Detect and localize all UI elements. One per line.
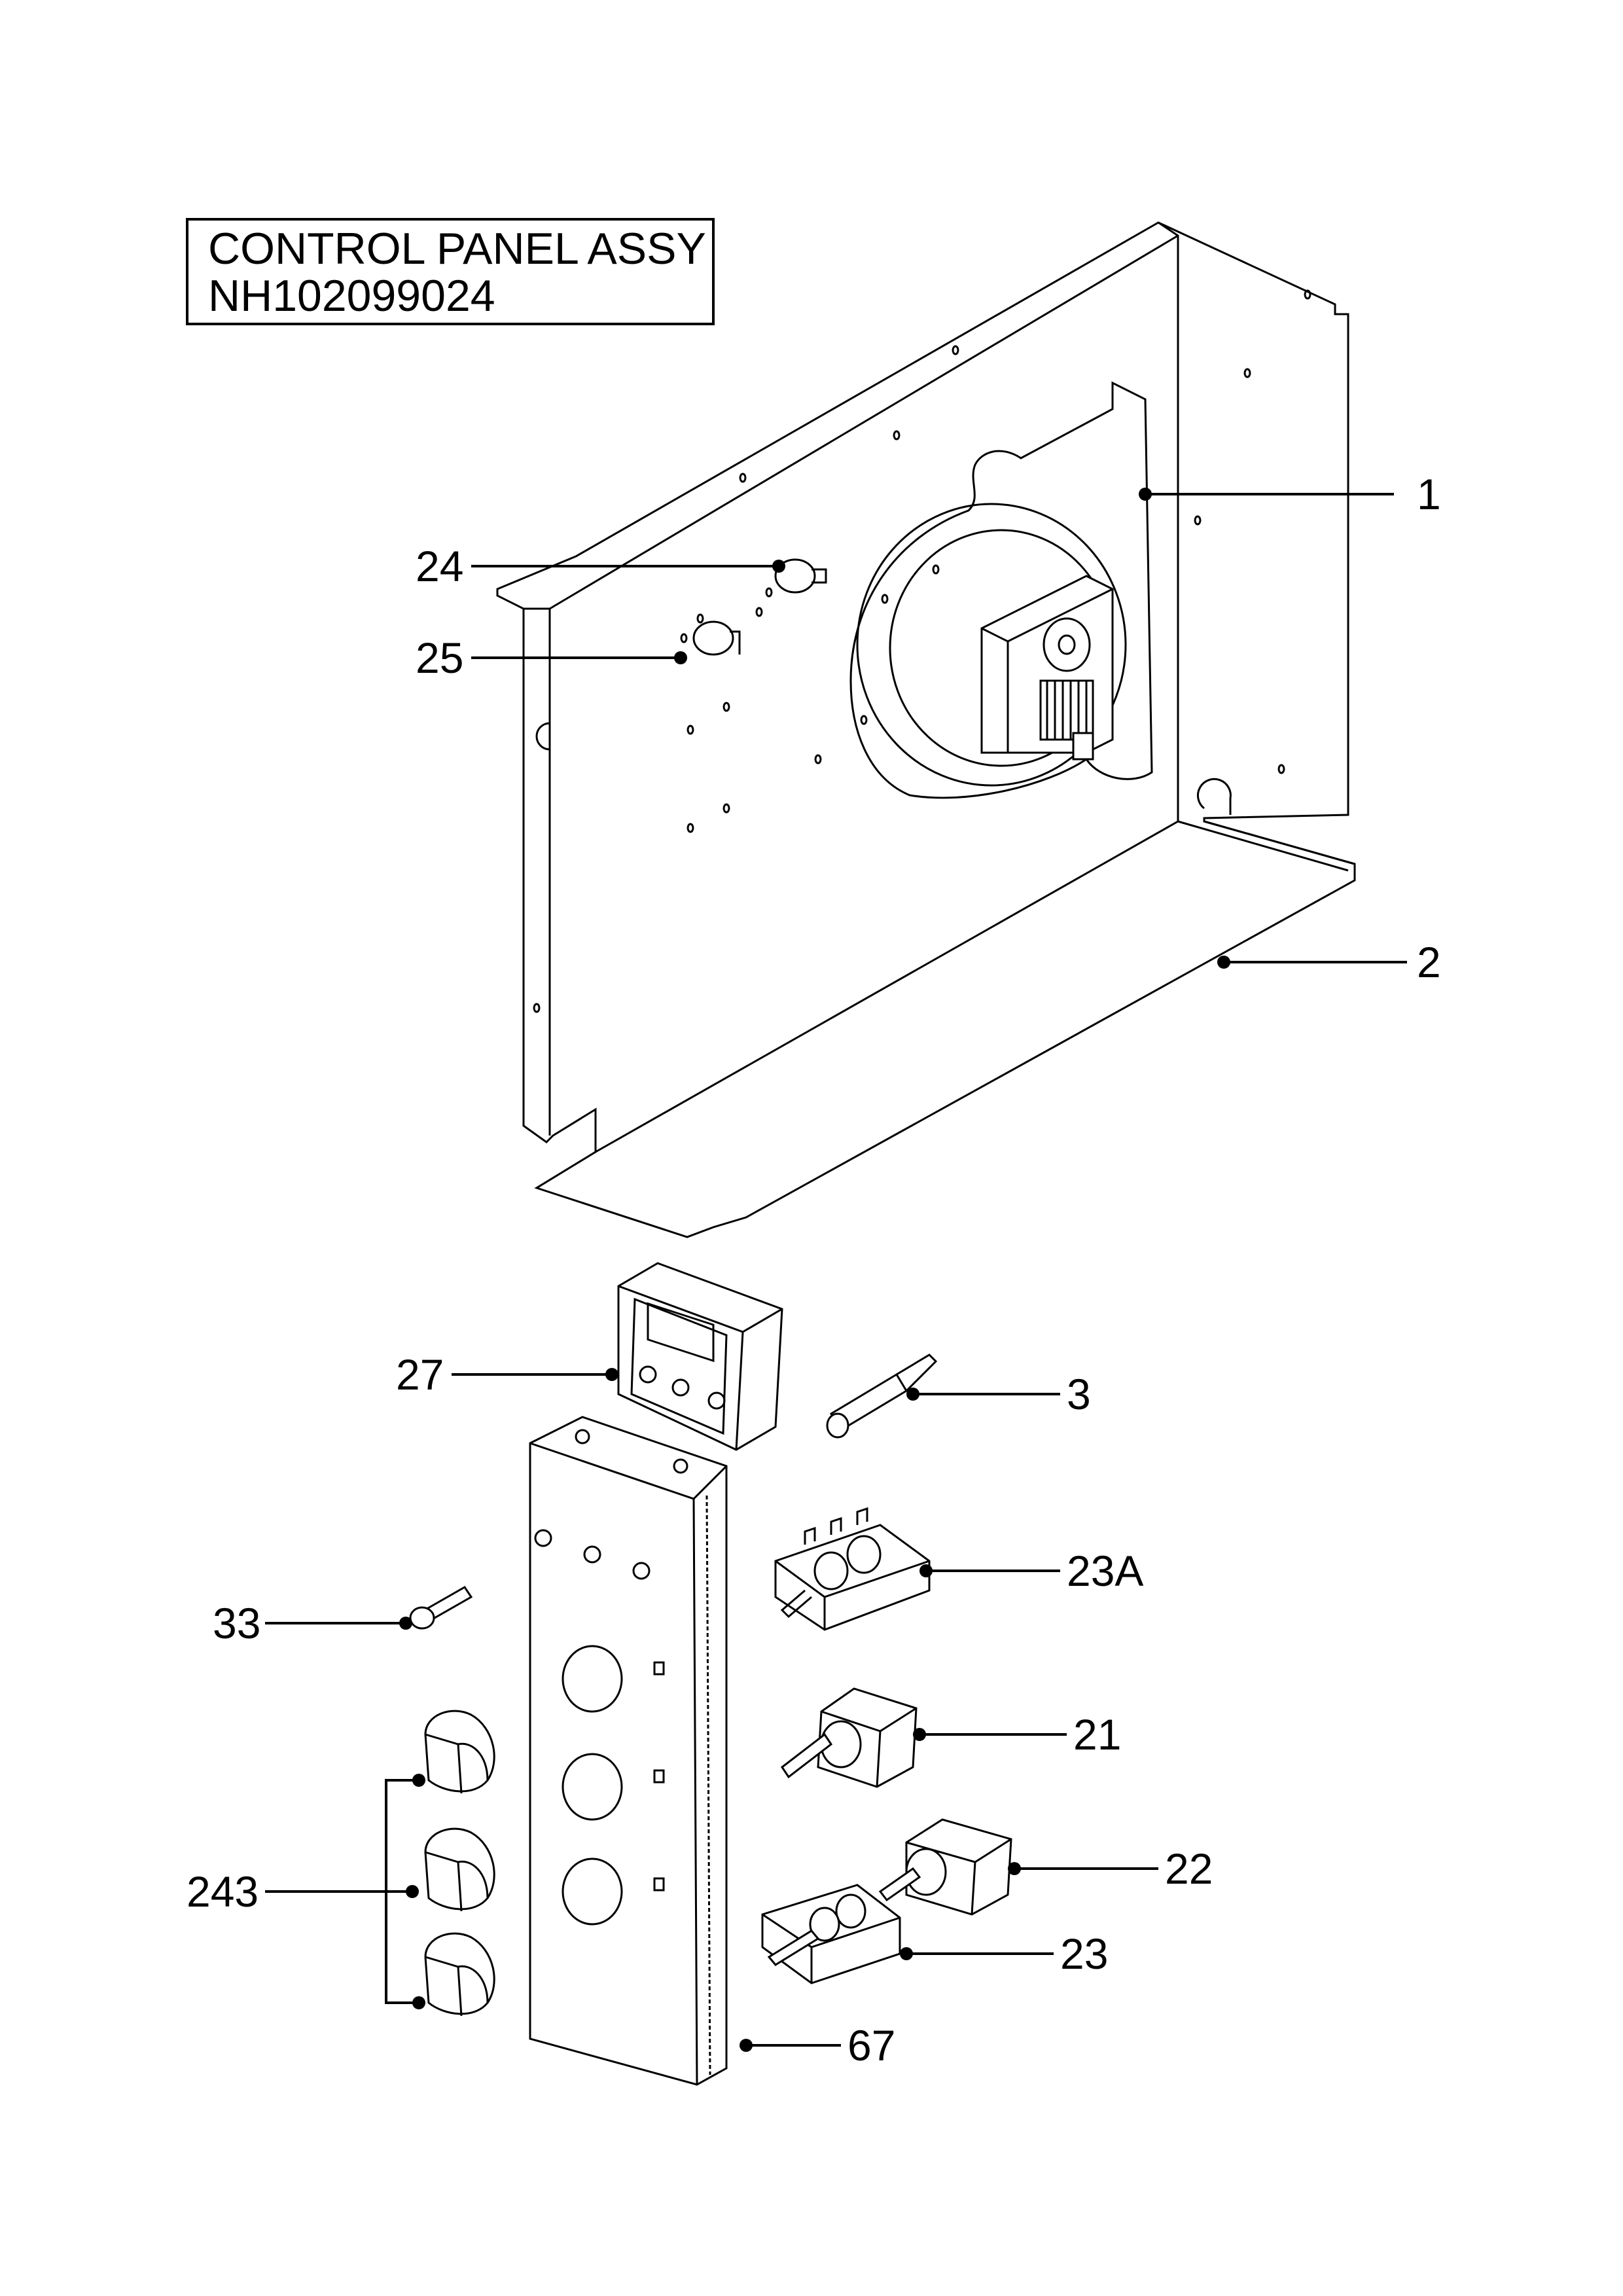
title-box: CONTROL PANEL ASSY NH102099024: [186, 218, 715, 325]
indicator-lamp: [826, 1354, 938, 1439]
energy-regulator-22: [878, 1818, 1012, 1916]
control-knob-3: [424, 1932, 495, 2017]
callout-33: 33: [213, 1599, 260, 1647]
screw: [409, 1586, 473, 1630]
selector-switch-23a: [774, 1507, 931, 1631]
front-facia-panel: [529, 1416, 728, 2086]
thermostat-24: [774, 558, 827, 594]
callout-1: 1: [1417, 470, 1441, 518]
energy-regulator-21: [780, 1687, 918, 1788]
callout-21: 21: [1073, 1710, 1121, 1759]
callout-labels: 1 2 3 21 22 23 23A 24 25 27 33 67 243: [187, 470, 1441, 2070]
timer-module: [617, 1262, 783, 1451]
part-number: NH102099024: [208, 271, 495, 321]
leader-lines: [265, 488, 1407, 2052]
thermostat-25: [692, 620, 741, 656]
callout-67: 67: [847, 2021, 895, 2070]
callout-24: 24: [416, 542, 463, 590]
callout-23a: 23A: [1067, 1547, 1143, 1595]
callout-25: 25: [416, 634, 463, 682]
control-knob-1: [424, 1710, 495, 1794]
callout-22: 22: [1165, 1844, 1213, 1893]
callout-2: 2: [1417, 938, 1441, 986]
selector-switch-23: [761, 1884, 901, 1984]
callout-27: 27: [396, 1350, 444, 1399]
diagram-title: CONTROL PANEL ASSY: [208, 224, 706, 274]
callout-243: 243: [187, 1867, 259, 1916]
callout-3: 3: [1067, 1370, 1091, 1418]
blower-fan-housing: [849, 381, 1153, 799]
callout-23: 23: [1060, 1929, 1108, 1978]
control-knob-2: [424, 1827, 495, 1912]
